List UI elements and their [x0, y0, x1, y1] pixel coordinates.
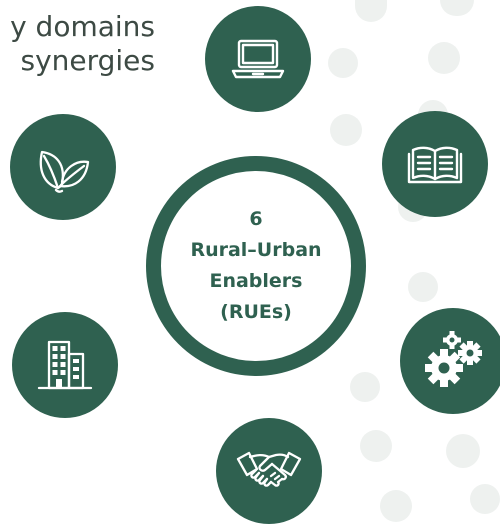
- laptop-icon: [230, 37, 286, 81]
- background-dot: [380, 490, 412, 522]
- background-dot: [360, 430, 392, 462]
- handshake-icon: [235, 445, 303, 497]
- background-dot: [408, 272, 438, 302]
- background-dot: [350, 372, 380, 402]
- background-dot: [440, 0, 474, 16]
- node-laptop[interactable]: [205, 6, 311, 112]
- heading: y domains synergies: [10, 10, 155, 78]
- node-open-book[interactable]: [382, 111, 488, 217]
- center-line-3: (RUEs): [220, 301, 292, 323]
- heading-line-1: y domains: [10, 10, 155, 43]
- background-dot: [446, 434, 480, 468]
- background-dot: [470, 484, 500, 514]
- center-number: 6: [249, 208, 263, 230]
- background-dot: [328, 48, 358, 78]
- background-dot: [355, 0, 387, 22]
- center-line-2: Enablers: [209, 270, 303, 292]
- open-book-icon: [406, 142, 464, 186]
- node-building[interactable]: [12, 312, 118, 418]
- node-gears[interactable]: [400, 308, 500, 414]
- building-icon: [37, 338, 93, 392]
- background-dot: [330, 114, 362, 146]
- node-leaves[interactable]: [10, 114, 116, 220]
- leaves-icon: [34, 140, 92, 194]
- gears-icon: [422, 331, 484, 391]
- background-dot: [428, 42, 460, 74]
- node-handshake[interactable]: [216, 418, 322, 524]
- center-label: 6 Rural–Urban Enablers (RUEs): [146, 156, 366, 376]
- heading-line-2: synergies: [11, 44, 155, 77]
- center-line-1: Rural–Urban: [190, 239, 322, 261]
